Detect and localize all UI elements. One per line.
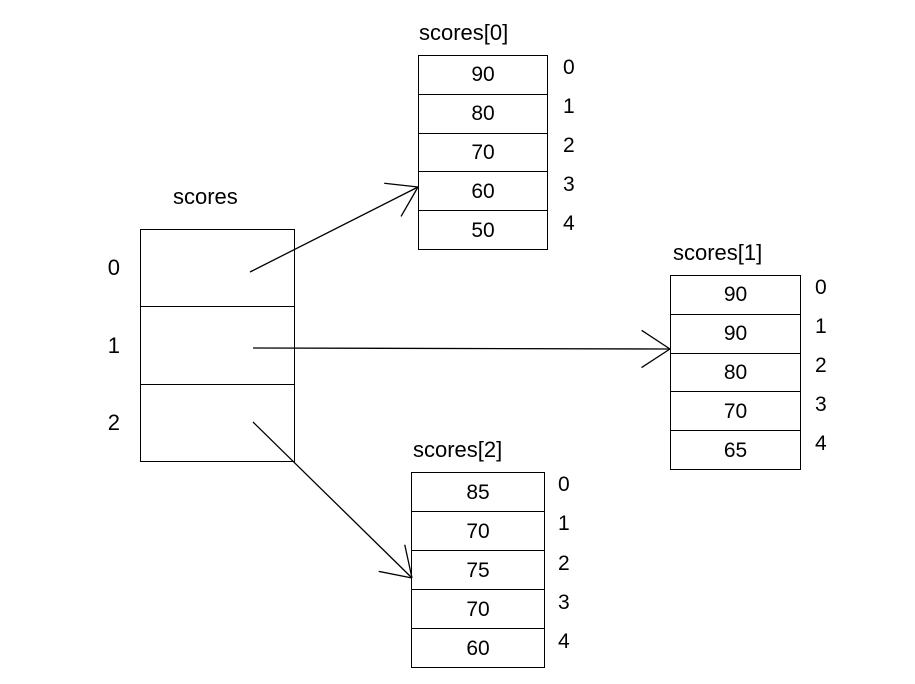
arrowhead-barb-1 <box>641 329 671 350</box>
inner-array-0-index-1: 1 <box>563 95 575 118</box>
inner-array-1-index-1: 1 <box>815 315 827 338</box>
inner-array-2-index-0: 0 <box>558 473 570 497</box>
inner-array-1-cell-3: 70 <box>671 392 800 432</box>
outer-array-cell-2 <box>141 385 294 461</box>
outer-array-title: scores <box>173 184 238 209</box>
arrowhead-barb-0 <box>400 186 419 217</box>
outer-index-label-2: 2 <box>107 410 120 436</box>
inner-array-0-cell-3: 60 <box>419 172 547 212</box>
arrow-shaft <box>252 347 671 350</box>
inner-array-2-cell-4: 60 <box>466 636 490 660</box>
inner-array-2-cell-0: 85 <box>412 473 544 512</box>
arrowhead-barb-0 <box>641 348 671 369</box>
inner-array-0-cell-4: 50 <box>471 218 495 242</box>
inner-array-1-cell-2: 80 <box>671 354 800 393</box>
inner-array-2-index-2: 2 <box>558 551 570 575</box>
inner-array-1-cell-1: 90 <box>671 315 800 354</box>
inner-array-0-cell-1: 80 <box>419 95 547 134</box>
inner-array-1-index-0: 0 <box>815 276 827 299</box>
inner-array-1-box: 90 90 80 70 65 <box>670 275 801 470</box>
inner-array-2-box: 85 70 75 70 60 <box>411 472 545 668</box>
outer-array-index-column: 0 1 2 <box>80 229 120 462</box>
inner-array-1-index-column: 0 1 2 3 4 <box>815 268 855 463</box>
inner-array-2-index-4: 4 <box>558 629 570 653</box>
inner-array-2-cell-2: 75 <box>412 551 544 590</box>
outer-array-box <box>140 229 295 462</box>
inner-array-2-title: scores[2] <box>413 437 503 462</box>
inner-array-0-index-2: 2 <box>563 134 575 157</box>
outer-index-label-1: 1 <box>107 332 120 358</box>
inner-array-2-cell-1: 70 <box>412 512 544 551</box>
inner-array-2-index-1: 1 <box>558 512 570 536</box>
inner-array-0-title: scores[0] <box>419 20 509 45</box>
inner-array-1-cell-4: 65 <box>723 438 748 462</box>
inner-array-0-index-0: 0 <box>563 56 575 79</box>
arrowhead-barb-1 <box>384 182 419 188</box>
inner-array-0-cell-0: 90 <box>419 56 547 95</box>
arrow-row1-to-scores1 <box>252 329 671 369</box>
outer-array-cell-0 <box>141 230 294 308</box>
outer-index-label-0: 0 <box>107 254 120 280</box>
outer-array-cell-1 <box>141 307 294 385</box>
inner-array-0-index-column: 0 1 2 3 4 <box>563 48 603 243</box>
inner-array-2-cell-3: 70 <box>412 590 544 629</box>
arrowhead-barb-0 <box>378 570 413 579</box>
inner-array-1-title: scores[1] <box>673 240 763 265</box>
inner-array-0-index-3: 3 <box>563 173 575 196</box>
inner-array-0-index-4: 4 <box>563 212 575 235</box>
inner-array-0-cell-2: 70 <box>419 134 547 173</box>
inner-array-0-box: 90 80 70 60 50 <box>418 55 548 250</box>
inner-array-2-index-column: 0 1 2 3 4 <box>558 465 598 661</box>
inner-array-1-index-4: 4 <box>815 432 827 455</box>
inner-array-1-index-3: 3 <box>815 393 827 416</box>
inner-array-1-index-2: 2 <box>815 354 827 377</box>
inner-array-2-index-3: 3 <box>558 590 570 614</box>
inner-array-1-cell-0: 90 <box>671 276 800 315</box>
